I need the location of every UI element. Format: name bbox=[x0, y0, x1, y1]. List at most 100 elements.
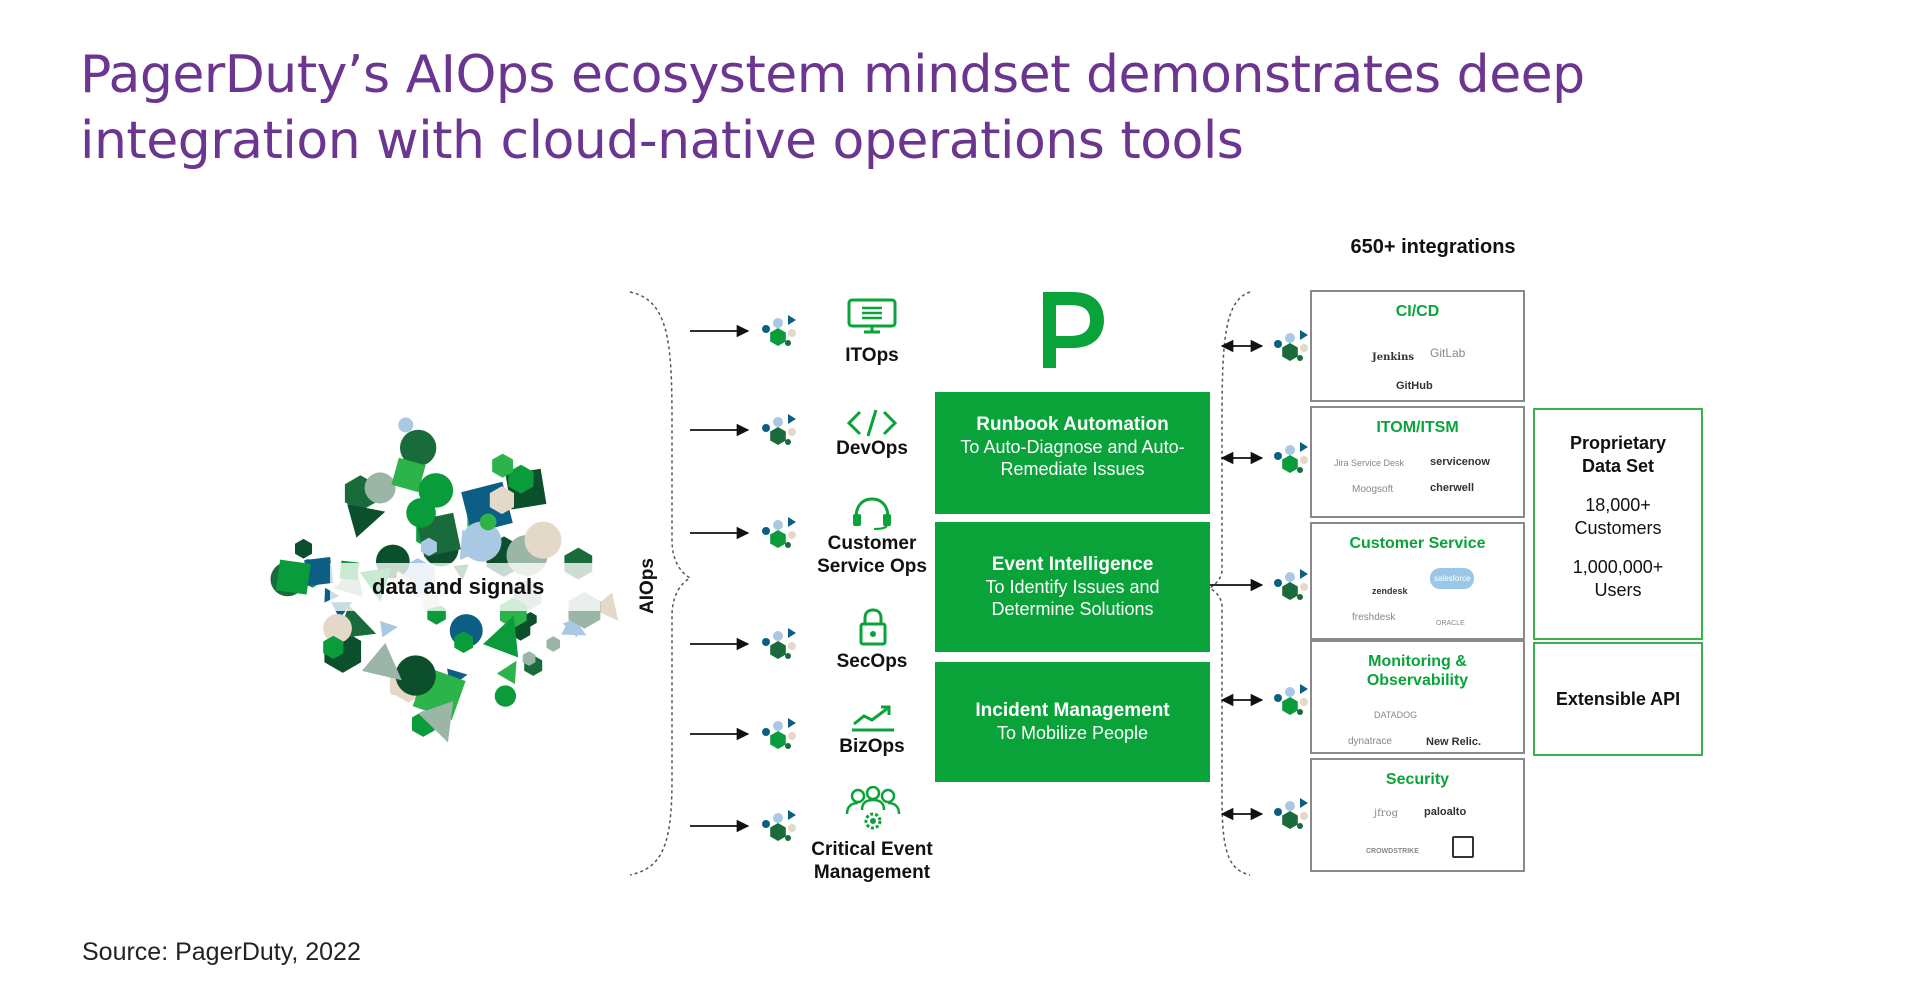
integration-box-cicd: CI/CD Jenkins GitLab GitHub bbox=[1310, 290, 1525, 402]
ops-label-customer-service-ops: Customer Service Ops bbox=[817, 533, 927, 577]
capability-event-intelligence: Event Intelligence To Identify Issues an… bbox=[935, 522, 1210, 652]
signal-shape bbox=[508, 464, 534, 494]
hex-cluster-icon bbox=[1274, 442, 1308, 473]
capability-desc: To Identify Issues and Determine Solutio… bbox=[985, 577, 1160, 619]
integration-category: Security bbox=[1385, 771, 1450, 788]
signal-shape bbox=[361, 642, 402, 681]
lock-icon bbox=[859, 608, 887, 646]
signal-shape bbox=[400, 429, 437, 467]
customers-count: 18,000+ bbox=[1585, 495, 1651, 515]
signal-shape bbox=[496, 660, 517, 685]
integration-box-itom-itsm: ITOM/ITSM Jira Service Desk servicenow M… bbox=[1310, 406, 1525, 518]
signal-shape bbox=[418, 701, 454, 743]
source-note: Source: PagerDuty, 2022 bbox=[82, 938, 361, 966]
hex-cluster-icon bbox=[762, 718, 796, 749]
hex-cluster-icon bbox=[762, 315, 796, 346]
integrations-header: 650+ integrations bbox=[1350, 236, 1516, 258]
jfrog-logo: jfrog bbox=[1374, 808, 1399, 819]
capability-desc: To Auto-Diagnose and Auto-Remediate Issu… bbox=[960, 437, 1185, 479]
signal-shape bbox=[592, 592, 619, 621]
signal-shape bbox=[418, 473, 454, 508]
signal-shape bbox=[461, 521, 502, 562]
signal-shape bbox=[380, 620, 398, 638]
capability-title: Event Intelligence bbox=[991, 554, 1154, 575]
signal-shape bbox=[489, 486, 514, 515]
signal-shape bbox=[479, 513, 497, 531]
signal-shape bbox=[347, 504, 386, 538]
crowdstrike-logo: CROWDSTRIKE bbox=[1366, 848, 1419, 855]
signal-shape bbox=[323, 635, 344, 659]
capability-title: Incident Management bbox=[975, 700, 1170, 721]
dynatrace-logo: dynatrace bbox=[1348, 736, 1392, 747]
integration-box-monitoring: Monitoring & Observability DATADOG dynat… bbox=[1310, 640, 1525, 754]
ops-label-bizops: BizOps bbox=[839, 736, 905, 757]
ops-label-itops: ITOps bbox=[845, 345, 899, 366]
capability-desc: To Mobilize People bbox=[996, 723, 1149, 743]
signal-shape bbox=[395, 655, 436, 696]
extensible-api-box: Extensible API bbox=[1533, 642, 1703, 756]
users-label: Users bbox=[1594, 580, 1642, 600]
new-relic-logo: New Relic. bbox=[1426, 736, 1482, 748]
cherwell-logo: cherwell bbox=[1430, 482, 1475, 494]
signal-shape bbox=[546, 636, 560, 652]
paloalto-logo: paloalto bbox=[1424, 806, 1467, 818]
slide-title: PagerDuty’s AIOps ecosystem mindset demo… bbox=[80, 45, 1585, 171]
hex-cluster-icon bbox=[762, 414, 796, 445]
signal-shape bbox=[364, 472, 396, 504]
signal-shape bbox=[482, 615, 519, 658]
monitor-icon bbox=[847, 298, 897, 334]
salesforce-logo: salesforce bbox=[1430, 568, 1475, 589]
ops-label-devops: DevOps bbox=[836, 438, 908, 459]
aiops-label: AIOps bbox=[636, 558, 658, 614]
code-icon bbox=[846, 409, 898, 437]
extensible-api-label: Extensible API bbox=[1555, 689, 1681, 709]
hex-cluster-icon bbox=[762, 517, 796, 548]
jenkins-logo: Jenkins bbox=[1372, 352, 1414, 363]
integration-category: ITOM/ITSM bbox=[1376, 419, 1459, 436]
integration-category: CI/CD bbox=[1395, 303, 1440, 320]
ops-hex-clusters bbox=[762, 315, 796, 841]
integration-box-customer-service: Customer Service zendesk salesforce fres… bbox=[1310, 522, 1525, 640]
gitlab-logo: GitLab bbox=[1430, 346, 1466, 360]
zendesk-logo: zendesk bbox=[1372, 586, 1408, 596]
hex-cluster-icon bbox=[1274, 330, 1308, 361]
capability-incident-management: Incident Management To Mobilize People bbox=[935, 662, 1210, 782]
signal-shape bbox=[295, 538, 312, 559]
ops-label-secops: SecOps bbox=[836, 651, 908, 672]
signal-shape bbox=[391, 457, 426, 493]
hex-cluster-icon bbox=[1274, 684, 1308, 715]
proprietary-title: Proprietary Data Set bbox=[1569, 433, 1667, 476]
customers-label: Customers bbox=[1574, 518, 1662, 538]
signal-shape bbox=[454, 631, 473, 653]
users-count: 1,000,000+ bbox=[1572, 557, 1664, 577]
signal-shape bbox=[494, 685, 517, 707]
signal-shape bbox=[398, 417, 414, 433]
servicenow-logo: servicenow bbox=[1430, 456, 1490, 468]
data-signals-label: data and signals bbox=[330, 563, 600, 611]
proprietary-data-set-box: Proprietary Data Set 18,000+ Customers 1… bbox=[1533, 408, 1703, 640]
freshdesk-logo: freshdesk bbox=[1352, 612, 1396, 623]
signal-shape bbox=[305, 559, 328, 582]
moogsoft-logo: Moogsoft bbox=[1352, 484, 1394, 495]
integration-hex-clusters bbox=[1274, 330, 1308, 829]
integration-category: Monitoring & Observability bbox=[1366, 653, 1469, 689]
hex-cluster-icon bbox=[1274, 798, 1308, 829]
signal-shape bbox=[492, 453, 514, 478]
github-logo: GitHub bbox=[1396, 380, 1433, 392]
aiops-brace bbox=[629, 291, 692, 876]
signal-shape bbox=[524, 612, 537, 627]
capability-runbook-automation: Runbook Automation To Auto-Diagnose and … bbox=[935, 392, 1210, 514]
hex-cluster-icon bbox=[762, 810, 796, 841]
integrations-brace bbox=[1208, 291, 1251, 876]
trend-chart-icon bbox=[852, 705, 894, 732]
team-gear-icon bbox=[845, 786, 901, 830]
oracle-logo: ORACLE bbox=[1436, 620, 1465, 627]
signal-shape bbox=[323, 614, 352, 643]
capability-title: Runbook Automation bbox=[976, 414, 1169, 435]
headset-icon bbox=[853, 497, 891, 530]
integration-category: Customer Service bbox=[1349, 535, 1486, 552]
signal-shape bbox=[275, 559, 311, 595]
ops-arrows bbox=[690, 324, 750, 833]
signal-shape bbox=[524, 521, 562, 559]
